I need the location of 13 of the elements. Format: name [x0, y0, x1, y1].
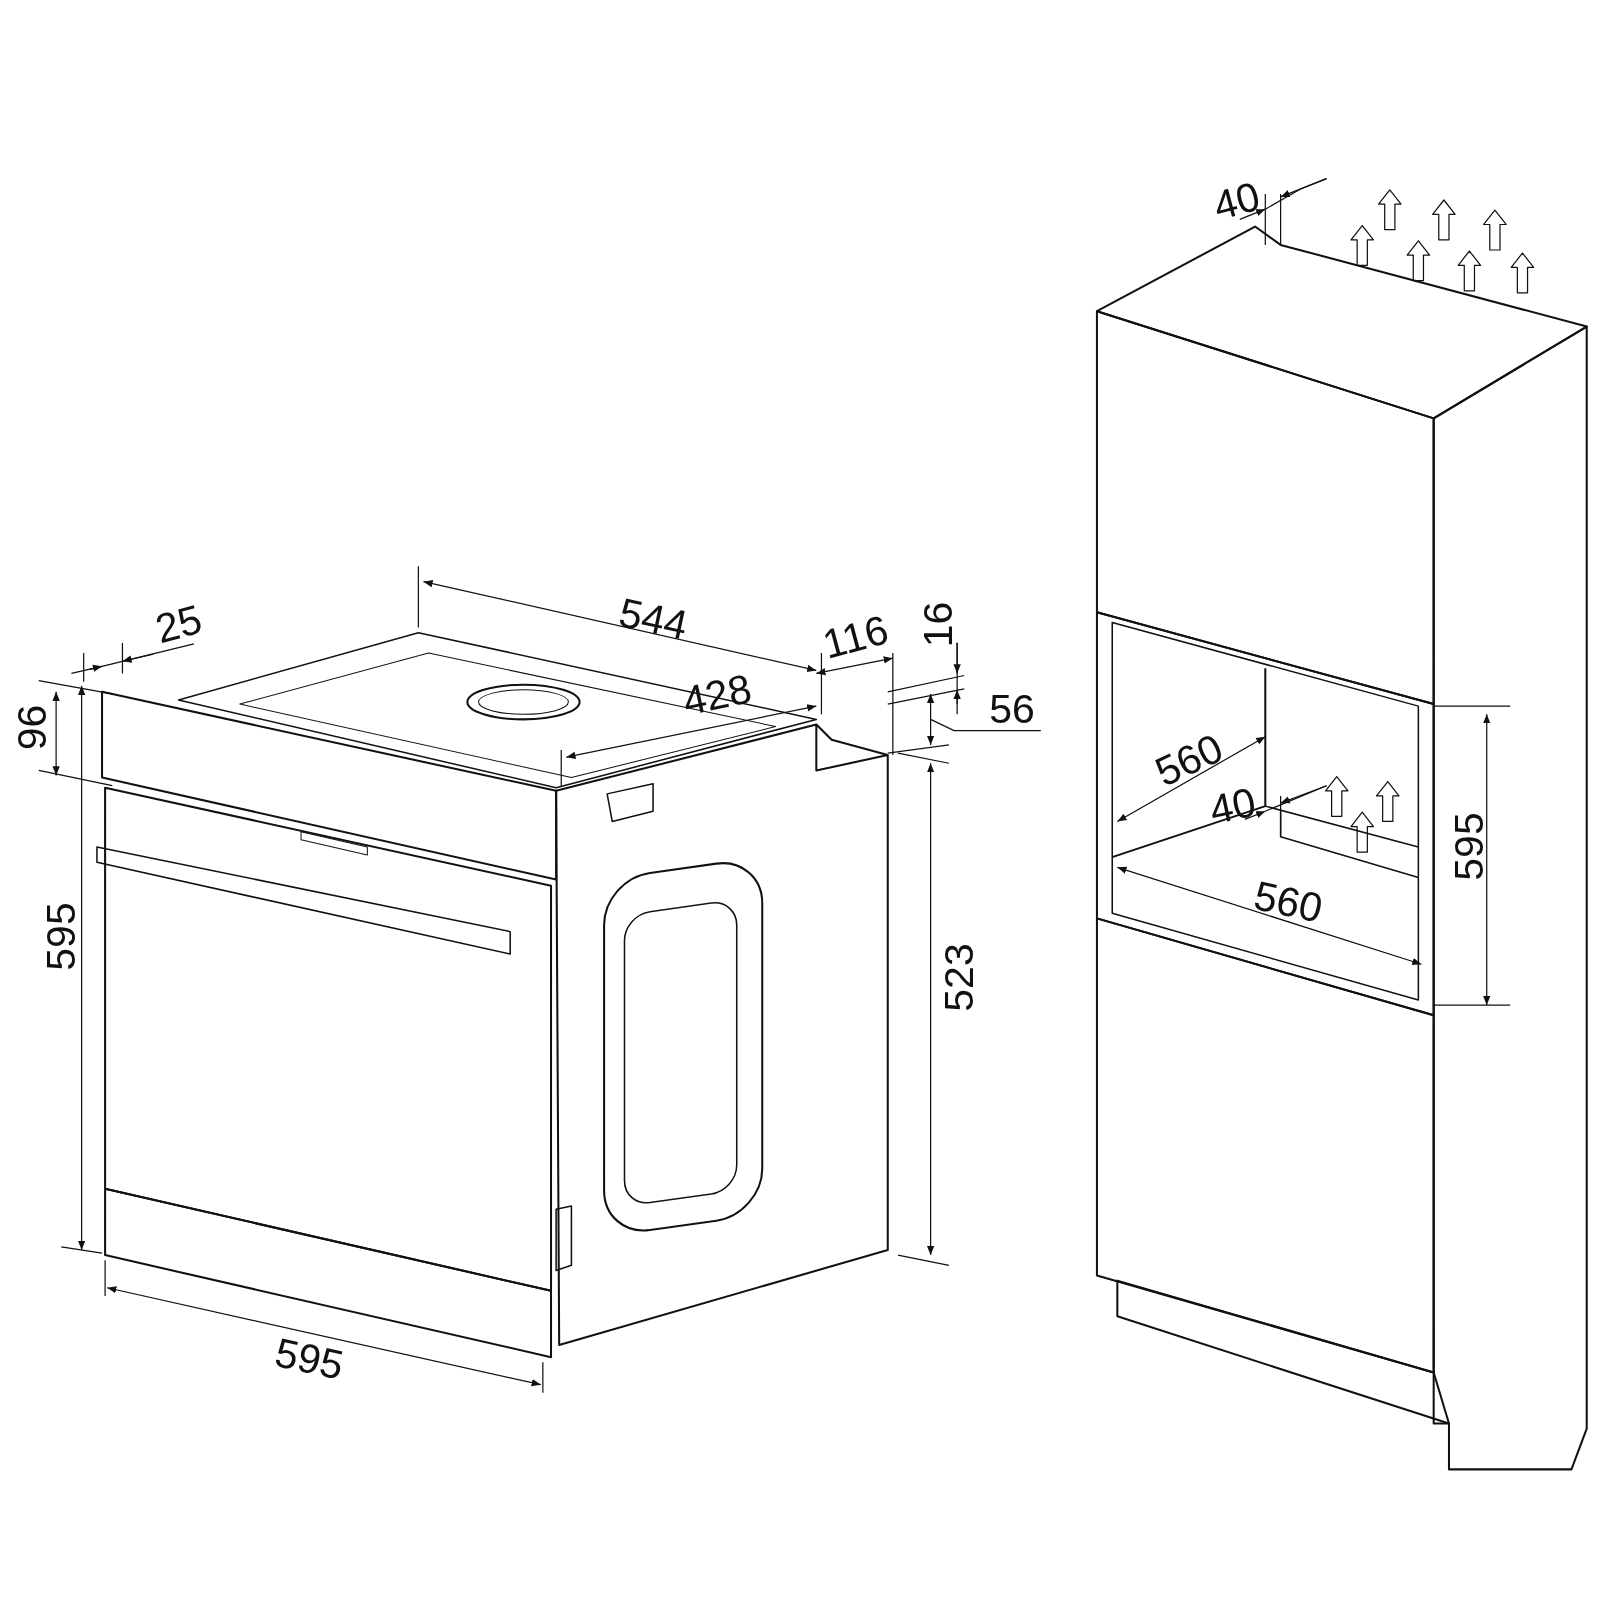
dimension-label: 16 [918, 601, 960, 648]
dimension-label: 544 [615, 592, 691, 647]
dimension-label: 560 [1250, 874, 1326, 930]
dimension-label: 40 [1209, 175, 1264, 227]
dimension-label: 25 [151, 598, 206, 651]
dimension-label: 595 [271, 1332, 348, 1387]
dimension-label: 96 [11, 704, 53, 751]
dimension-label: 116 [818, 609, 893, 666]
dimension-label: 56 [989, 688, 1035, 730]
dimension-label: 428 [679, 668, 756, 724]
dimension-label: 595 [40, 902, 82, 971]
dimension-label: 523 [938, 943, 980, 1012]
dimension-label: 595 [1449, 812, 1491, 882]
